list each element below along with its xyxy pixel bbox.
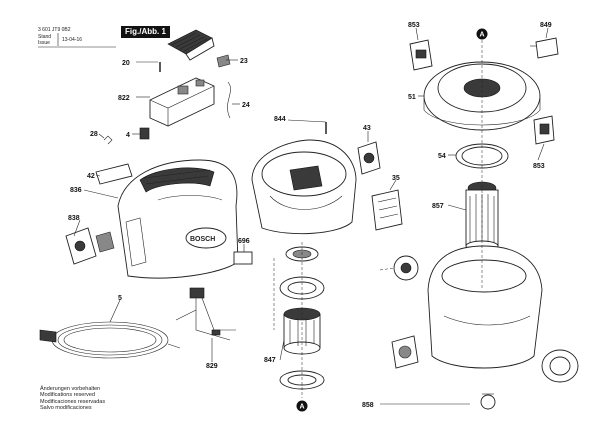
label-849: 849 bbox=[540, 22, 552, 29]
side-bracket-part bbox=[65, 227, 115, 265]
label-853-top: 853 bbox=[408, 22, 420, 29]
stand-label: Stand bbox=[38, 34, 52, 40]
label-853-right: 853 bbox=[533, 163, 545, 170]
label-35: 35 bbox=[392, 175, 400, 182]
note-pt: Salvo modificaciones bbox=[40, 405, 92, 412]
connector-part bbox=[530, 37, 559, 59]
label-847: 847 bbox=[264, 357, 276, 364]
drain-plug-part bbox=[391, 335, 419, 369]
note-de: Änderungen vorbehalten bbox=[40, 386, 101, 392]
doc-number: 3 601 JT9 0B2 bbox=[38, 27, 71, 33]
label-836: 836 bbox=[70, 187, 82, 194]
label-858: 858 bbox=[362, 402, 374, 409]
clip-part bbox=[533, 115, 555, 145]
motor-housing-part bbox=[251, 139, 357, 235]
plate-part bbox=[233, 251, 253, 265]
label-857: 857 bbox=[432, 203, 444, 210]
wheel-part bbox=[541, 349, 579, 383]
label-43: 43 bbox=[363, 125, 371, 132]
issue-date: 13-04-16 bbox=[62, 37, 83, 43]
label-51: 51 bbox=[408, 94, 416, 101]
label-20: 20 bbox=[122, 60, 130, 67]
callout-a-bottom: A bbox=[300, 404, 305, 411]
label-23: 23 bbox=[240, 58, 248, 65]
filter-holder-part bbox=[357, 141, 381, 175]
clip-part bbox=[409, 39, 433, 71]
modification-notes: Änderungen vorbehalten Modifications res… bbox=[40, 386, 105, 412]
label-4: 4 bbox=[126, 132, 130, 139]
label-54: 54 bbox=[438, 153, 446, 160]
dust-container-part bbox=[427, 245, 543, 369]
inlet-part bbox=[393, 255, 419, 281]
label-24: 24 bbox=[242, 102, 250, 109]
callout-a-top: A bbox=[480, 32, 485, 39]
label-822: 822 bbox=[118, 95, 130, 102]
label-829: 829 bbox=[206, 363, 218, 370]
issue-label: Issue bbox=[38, 40, 50, 46]
label-42: 42 bbox=[87, 173, 95, 180]
note-en: Modifications reserved bbox=[40, 392, 96, 399]
handle-part bbox=[167, 29, 215, 61]
label-844: 844 bbox=[274, 116, 286, 123]
power-cable-part bbox=[39, 321, 181, 359]
label-838: 838 bbox=[68, 215, 80, 222]
label-28: 28 bbox=[90, 131, 98, 138]
note-es: Modificaciones reservadas bbox=[40, 398, 106, 405]
figure-label: Fig./Abb. 1 bbox=[121, 26, 170, 38]
switch-wiring-part bbox=[175, 287, 236, 341]
svg-text:BOSCH: BOSCH bbox=[190, 236, 215, 243]
cap-part bbox=[216, 54, 231, 68]
flap-part bbox=[371, 189, 403, 231]
sticker-part bbox=[95, 163, 133, 185]
hose-part bbox=[227, 81, 231, 119]
clip-part bbox=[103, 135, 113, 145]
motor-cover-part: BOSCH bbox=[117, 159, 239, 279]
caster-part bbox=[480, 393, 496, 410]
label-5: 5 bbox=[118, 295, 122, 302]
latch-part bbox=[139, 127, 150, 140]
hinge-part bbox=[149, 77, 215, 127]
label-696: 696 bbox=[238, 238, 250, 245]
